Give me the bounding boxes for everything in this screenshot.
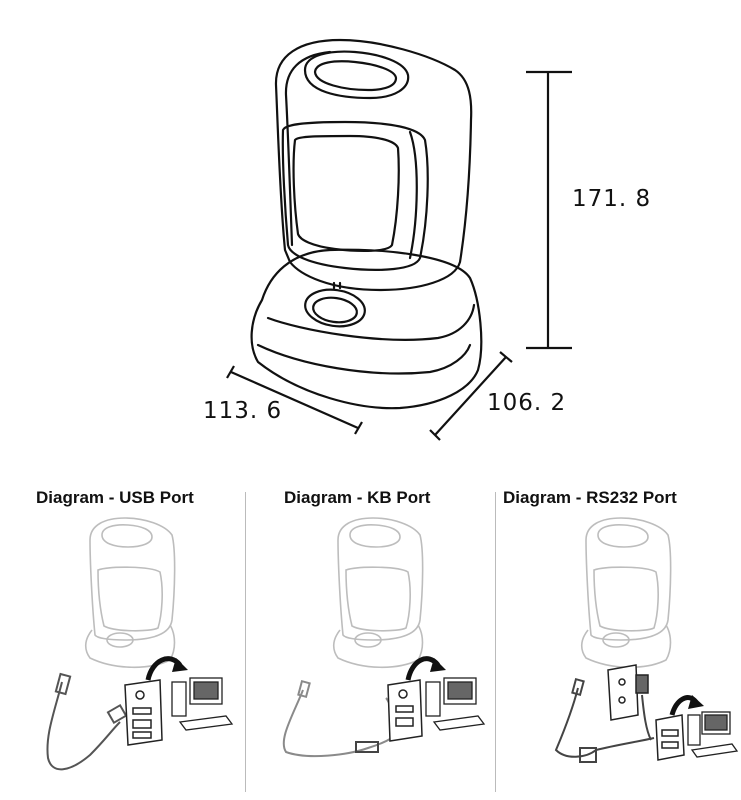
scan-window: [281, 120, 429, 271]
panel-title-rs232: Diagram - RS232 Port: [503, 488, 677, 507]
width-dimension-label: 113. 6: [203, 398, 283, 424]
panel-divider: [245, 492, 246, 792]
rs232-connection-diagram: [554, 517, 739, 763]
kb-connection-diagram: [282, 517, 486, 758]
height-dimension-label: 171. 8: [572, 186, 652, 212]
scanner-dimension-drawing: [226, 38, 572, 441]
top-window: [303, 50, 410, 100]
wall-outlet: [607, 664, 639, 721]
depth-dimension-label: 106. 2: [487, 390, 567, 416]
panel-title-kb: Diagram - KB Port: [284, 488, 431, 507]
panel-divider: [495, 492, 496, 792]
scanner-head: [274, 38, 473, 292]
scanner-base: [250, 248, 483, 410]
trigger-button: [304, 288, 366, 328]
panel-title-usb: Diagram - USB Port: [36, 488, 194, 507]
usb-connection-diagram: [46, 517, 234, 771]
